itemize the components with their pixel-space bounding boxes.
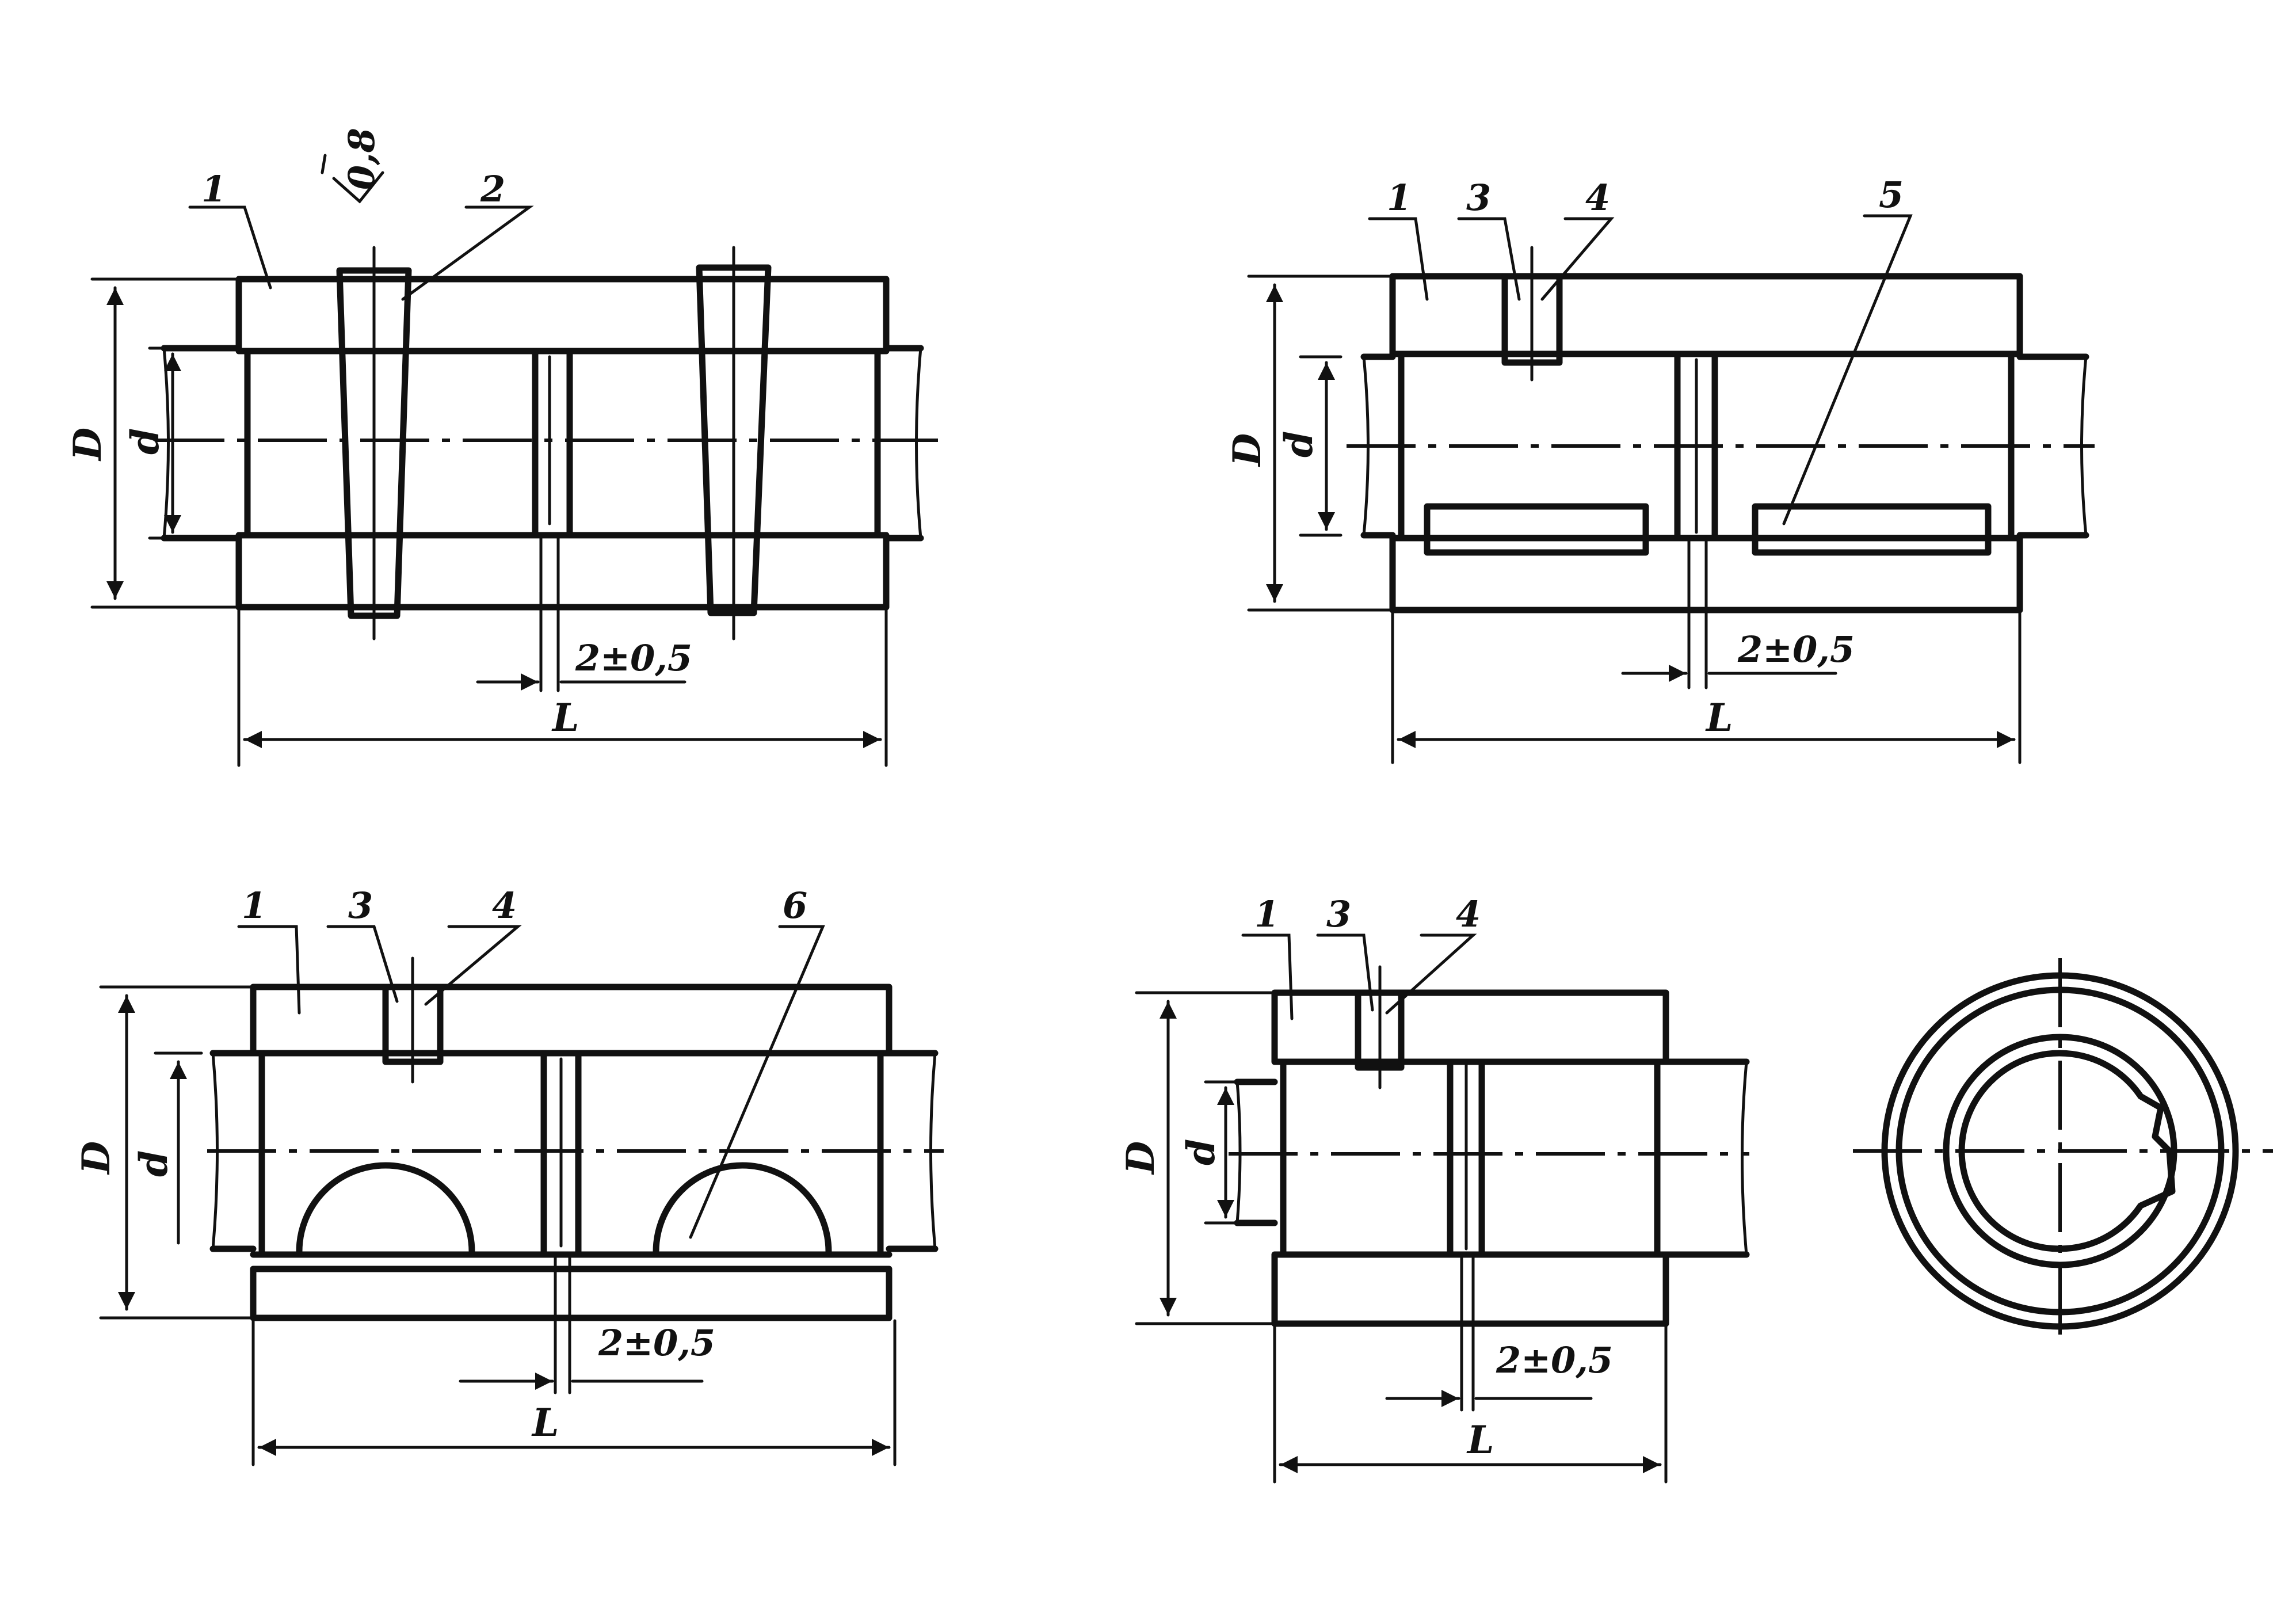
callout-5: 5	[1879, 174, 1904, 216]
end-view-keyway-bore	[1958, 1050, 2176, 1252]
dim-inner-diameter: d	[1276, 431, 1321, 458]
view-b: 1 3 4 5 D d L 2±0,5	[1225, 174, 2095, 764]
dim-inner-diameter: d	[1178, 1139, 1223, 1165]
callout-6: 6	[783, 885, 807, 927]
callout-4: 4	[1456, 893, 1481, 935]
dim-gap: 2±0,5	[575, 637, 692, 679]
view-d: 1 3 4 D d L 2±0,5	[1118, 893, 1750, 1484]
dim-gap: 2±0,5	[598, 1322, 715, 1364]
taper-pin-right	[696, 264, 772, 616]
callout-1: 1	[201, 168, 226, 210]
key-left	[1424, 503, 1649, 556]
taper-pin-left	[336, 267, 412, 619]
dim-inner-diameter: d	[123, 428, 167, 455]
view-c: 1 3 4 6 D d L 2±0,5	[74, 885, 944, 1466]
callout-1: 1	[242, 885, 266, 927]
dim-gap: 2±0,5	[1737, 628, 1855, 670]
dim-length: L	[551, 695, 579, 740]
view-a: 1 2 0,8 D d L 2±0,5	[65, 128, 938, 767]
callout-4: 4	[1585, 177, 1610, 219]
callout-2: 2	[480, 168, 505, 210]
callout-3: 3	[1326, 893, 1351, 935]
callout-1: 1	[1387, 177, 1412, 219]
sleeve-top-wall	[250, 984, 893, 1057]
dim-outer-diameter: D	[65, 428, 110, 462]
callout-1: 1	[1254, 893, 1279, 935]
woodruff-key-left	[296, 1162, 475, 1255]
dim-inner-diameter: d	[131, 1150, 176, 1177]
dim-outer-diameter: D	[74, 1141, 119, 1175]
key-right	[1752, 503, 1992, 556]
dim-outer-diameter: D	[1225, 433, 1269, 467]
sleeve-bottom-wall	[1271, 1251, 1669, 1327]
dim-length: L	[1705, 695, 1733, 740]
end-view	[1853, 958, 2273, 1344]
sleeve-top-wall	[235, 276, 890, 355]
dim-length: L	[531, 1400, 559, 1445]
callout-3: 3	[348, 885, 373, 927]
dim-outer-diameter: D	[1118, 1141, 1163, 1175]
callout-4: 4	[492, 885, 517, 927]
sleeve-top-wall	[1271, 989, 1669, 1065]
sleeve-bottom-wall	[235, 532, 890, 611]
callout-3: 3	[1466, 177, 1491, 219]
dim-gap: 2±0,5	[1496, 1339, 1613, 1381]
woodruff-key-right	[653, 1162, 832, 1255]
dim-length: L	[1466, 1417, 1494, 1462]
surface-finish-mark: 0,8	[341, 128, 383, 190]
sleeve-top-wall	[1389, 273, 2023, 357]
